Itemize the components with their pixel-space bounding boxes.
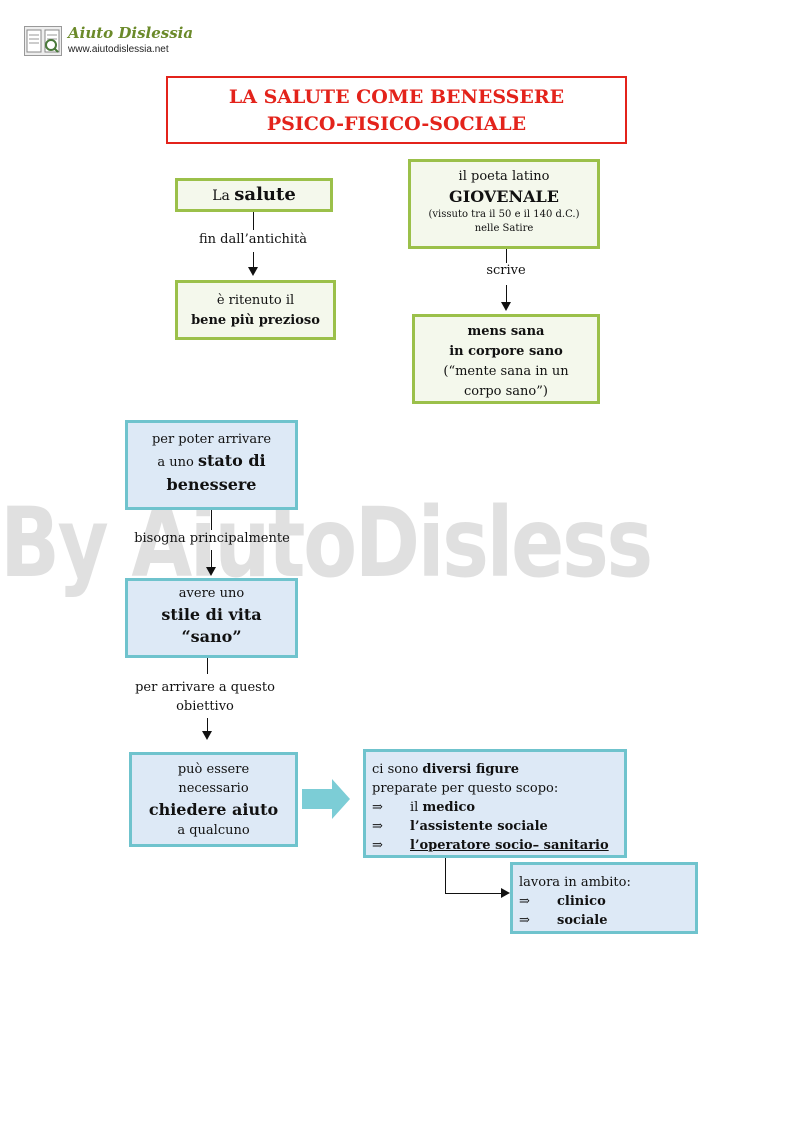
stile-line-1: avere uno: [178, 586, 245, 601]
arrow-down-icon: [206, 567, 216, 576]
arrow-bullet-icon: ⇒: [372, 838, 383, 853]
ambito-box: lavora in ambito: ⇒ clinico ⇒ sociale: [510, 862, 698, 934]
ambito-line-1: lavora in ambito:: [519, 875, 631, 890]
link-bisogna-principalmente: bisogna principalmente: [134, 531, 290, 546]
list-item: ⇒ l’operatore socio– sanitario: [372, 836, 618, 855]
connector-line: [506, 249, 507, 263]
stile-bold-1: stile di vita: [161, 605, 262, 624]
stato-line-2-pre: a uno: [157, 455, 198, 470]
bene-box: è ritenuto il bene più prezioso: [175, 280, 336, 340]
connector-line: [445, 893, 501, 894]
stile-bold-2: “sano”: [181, 627, 242, 646]
stato-benessere-box: per poter arrivare a uno stato di beness…: [125, 420, 298, 510]
figure-item-3-bold: l’operatore socio– sanitario: [410, 838, 609, 853]
connector-line: [207, 718, 208, 732]
salute-box: La salute: [175, 178, 333, 212]
arrow-bullet-icon: ⇒: [372, 800, 383, 815]
bene-bold: bene più prezioso: [191, 313, 320, 328]
connector-line: [211, 510, 212, 530]
stato-line-1: per poter arrivare: [151, 432, 272, 447]
giovenale-bold: GIOVENALE: [449, 187, 559, 206]
giovenale-line-4: nelle Satire: [474, 223, 534, 234]
title-line-2: PSICO-FISICO-SOCIALE: [266, 113, 527, 135]
arrow-bullet-icon: ⇒: [519, 913, 530, 928]
mens-sana-bold-1: mens sana: [467, 324, 545, 339]
figure-line-1-pre: ci sono: [372, 762, 423, 777]
connector-line: [211, 550, 212, 568]
arrow-down-icon: [202, 731, 212, 740]
link-per-arrivare: per arrivare a questo obiettivo: [120, 678, 290, 716]
figure-line-1-bold: diversi figure: [422, 762, 520, 777]
mens-sana-box: mens sana in corpore sano (“mente sana i…: [412, 314, 600, 404]
connector-line: [445, 858, 446, 893]
stato-line-2-bold: stato di: [197, 451, 266, 470]
logo-url: www.aiutodislessia.net: [68, 44, 169, 55]
figure-item-1-bold: medico: [422, 800, 476, 815]
figure-item-2-bold: l’assistente sociale: [410, 819, 548, 834]
list-item: ⇒ il medico: [372, 798, 618, 817]
bene-line-1: è ritenuto il: [216, 293, 295, 308]
aiuto-line-4: a qualcuno: [177, 823, 250, 838]
title-line-1: LA SALUTE COME BENESSERE: [228, 86, 565, 108]
mens-sana-line-3: (“mente sana in un: [443, 364, 569, 379]
book-icon: [24, 26, 62, 56]
link-per-arrivare-line-2: obiettivo: [176, 699, 234, 714]
aiuto-line-2: necessario: [178, 781, 249, 796]
title-box: LA SALUTE COME BENESSERE PSICO-FISICO-SO…: [166, 76, 627, 144]
arrow-down-icon: [248, 267, 258, 276]
link-scrive: scrive: [486, 263, 526, 278]
link-fin-dall-antichita: fin dall’antichità: [199, 232, 307, 247]
figure-item-1-pre: il: [410, 800, 423, 815]
connector-line: [207, 658, 208, 674]
salute-pre: La: [212, 188, 235, 204]
stile-di-vita-box: avere uno stile di vita “sano”: [125, 578, 298, 658]
giovenale-line-1: il poeta latino: [458, 169, 550, 184]
list-item: ⇒ sociale: [519, 911, 689, 930]
salute-bold: salute: [234, 184, 296, 205]
arrow-bullet-icon: ⇒: [372, 819, 383, 834]
aiuto-bold: chiedere aiuto: [148, 800, 279, 819]
giovenale-box: il poeta latino GIOVENALE (vissuto tra i…: [408, 159, 600, 249]
logo: Aiuto Dislessia www.aiutodislessia.net: [22, 24, 193, 60]
mens-sana-bold-2: in corpore sano: [449, 344, 563, 359]
logo-title: Aiuto Dislessia: [68, 24, 194, 42]
mens-sana-line-4: corpo sano”): [464, 384, 548, 399]
link-per-arrivare-line-1: per arrivare a questo: [135, 680, 275, 695]
arrow-right-small-icon: [501, 888, 510, 898]
ambito-item-1: clinico: [557, 894, 606, 909]
figure-line-2: preparate per questo scopo:: [372, 781, 559, 796]
connector-line: [506, 285, 507, 303]
connector-line: [253, 212, 254, 230]
arrow-down-icon: [501, 302, 511, 311]
chiedere-aiuto-box: può essere necessario chiedere aiuto a q…: [129, 752, 298, 847]
arrow-bullet-icon: ⇒: [519, 894, 530, 909]
list-item: ⇒ clinico: [519, 892, 689, 911]
arrow-right-icon: [302, 779, 350, 819]
stato-line-3-bold: benessere: [166, 475, 257, 494]
list-item: ⇒ l’assistente sociale: [372, 817, 618, 836]
ambito-item-2: sociale: [557, 913, 608, 928]
figure-box: ci sono diversi figure preparate per que…: [363, 749, 627, 858]
aiuto-line-1: può essere: [177, 762, 250, 777]
giovenale-line-3: (vissuto tra il 50 e il 140 d.C.): [428, 209, 580, 220]
connector-line: [253, 252, 254, 268]
